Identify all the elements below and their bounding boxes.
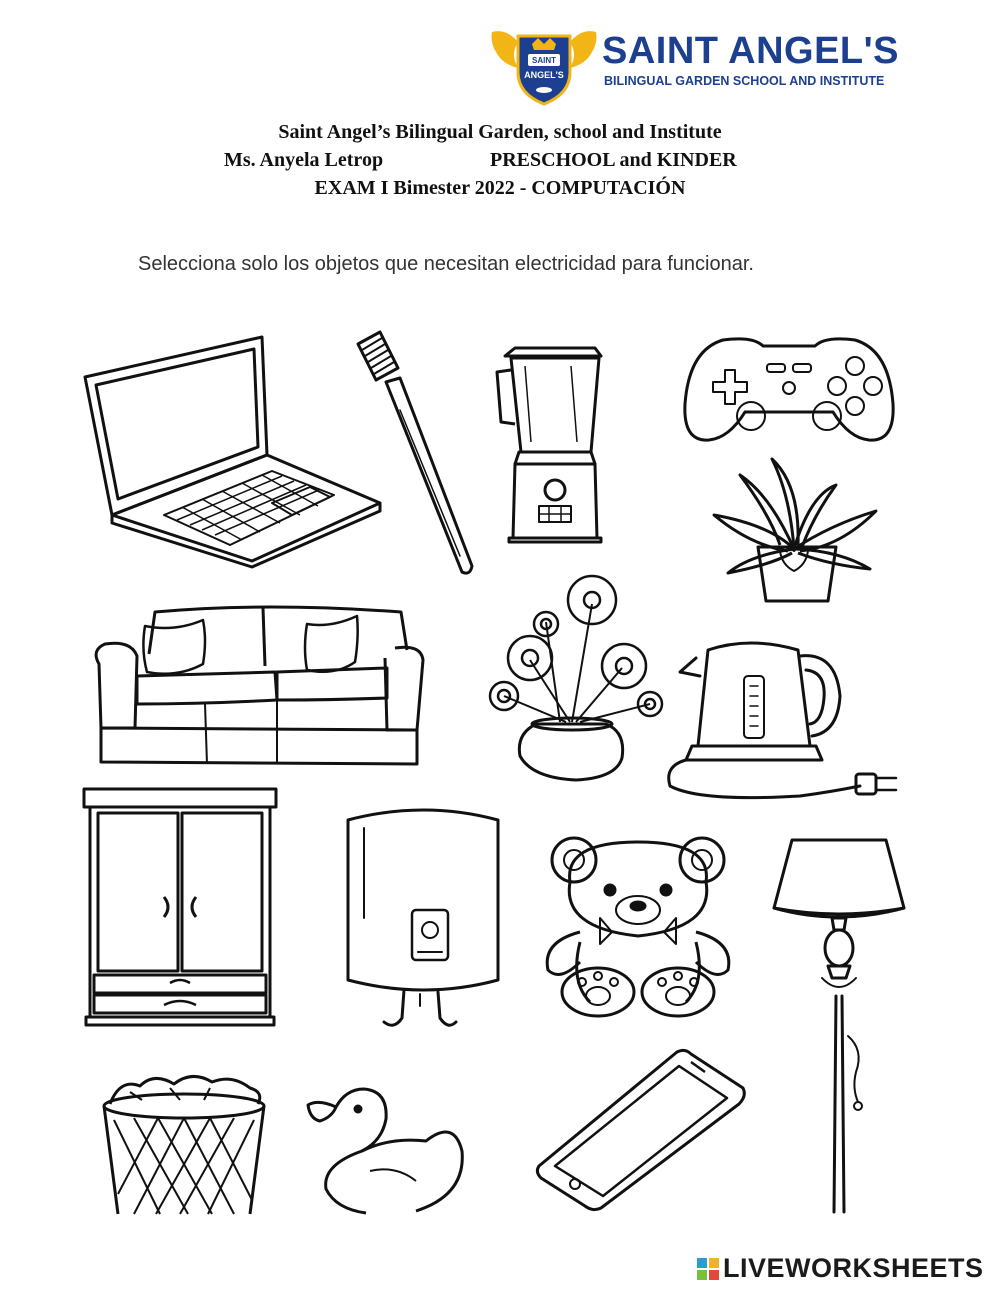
logo-name: SAINT ANGEL'S [602, 30, 900, 72]
logo-subtitle: BILINGUAL GARDEN SCHOOL AND INSTITUTE [604, 74, 885, 88]
sofa-icon[interactable] [94, 604, 425, 768]
svg-text:ANGEL'S: ANGEL'S [524, 70, 564, 80]
toothbrush-icon[interactable] [354, 330, 478, 578]
school-name: Saint Angel’s Bilingual Garden, school a… [278, 121, 722, 143]
laptop-icon[interactable] [82, 335, 382, 569]
liveworksheets-footer: LIVEWORKSHEETS [697, 1253, 997, 1284]
teacher-level-row: Ms. Anyela Letrop PRESCHOOL and KINDER [150, 146, 850, 174]
teddy-bear-icon[interactable] [540, 832, 736, 1018]
floor-lamp-icon[interactable] [772, 836, 906, 1216]
game-controller-icon[interactable] [683, 330, 895, 444]
blender-icon[interactable] [495, 342, 613, 544]
svg-text:SAINT: SAINT [532, 56, 556, 65]
flower-vase-icon[interactable] [488, 572, 664, 784]
waste-basket-icon[interactable] [100, 1070, 268, 1215]
potted-plant-icon[interactable] [710, 455, 880, 605]
liveworksheets-brand: LIVEWORKSHEETS [723, 1253, 984, 1283]
electric-kettle-icon[interactable] [660, 636, 900, 806]
instruction-text: Selecciona solo los objetos que necesita… [138, 253, 754, 275]
school-logo: SAINT ANGEL'S SAINT ANGEL'S BILINGUAL GA… [488, 24, 899, 108]
liveworksheets-logo-icon [697, 1258, 719, 1280]
water-heater-icon[interactable] [344, 808, 502, 1034]
rubber-duck-icon[interactable] [306, 1085, 466, 1215]
exam-header: Saint Angel’s Bilingual Garden, school a… [150, 118, 850, 202]
shield-crest-icon: SAINT ANGEL'S [491, 31, 597, 106]
wardrobe-icon[interactable] [80, 785, 280, 1027]
grade-level: PRESCHOOL and KINDER [490, 149, 737, 171]
smartphone-icon[interactable] [535, 1048, 747, 1212]
teacher-name: Ms. Anyela Letrop [224, 149, 384, 171]
exam-title: EXAM I Bimester 2022 - COMPUTACIÓN [314, 177, 686, 199]
